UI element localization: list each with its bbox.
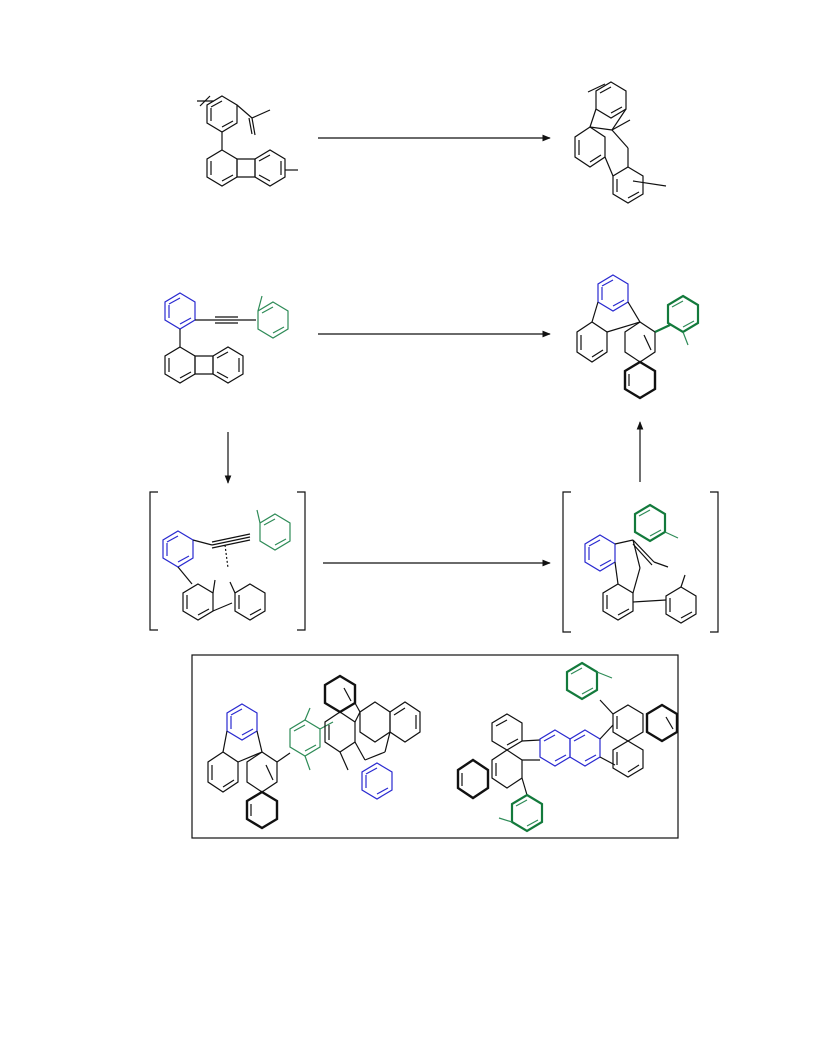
boxed-product-b xyxy=(456,661,679,833)
product-2 xyxy=(576,274,700,400)
bracketed-intermediate-2 xyxy=(562,491,719,633)
product-1 xyxy=(574,81,667,204)
reactant-2 xyxy=(164,292,289,384)
reactant-1 xyxy=(197,95,298,187)
boxed-products-frame xyxy=(191,654,679,839)
bracketed-intermediate-1 xyxy=(149,491,306,631)
boxed-product-a xyxy=(207,674,421,830)
